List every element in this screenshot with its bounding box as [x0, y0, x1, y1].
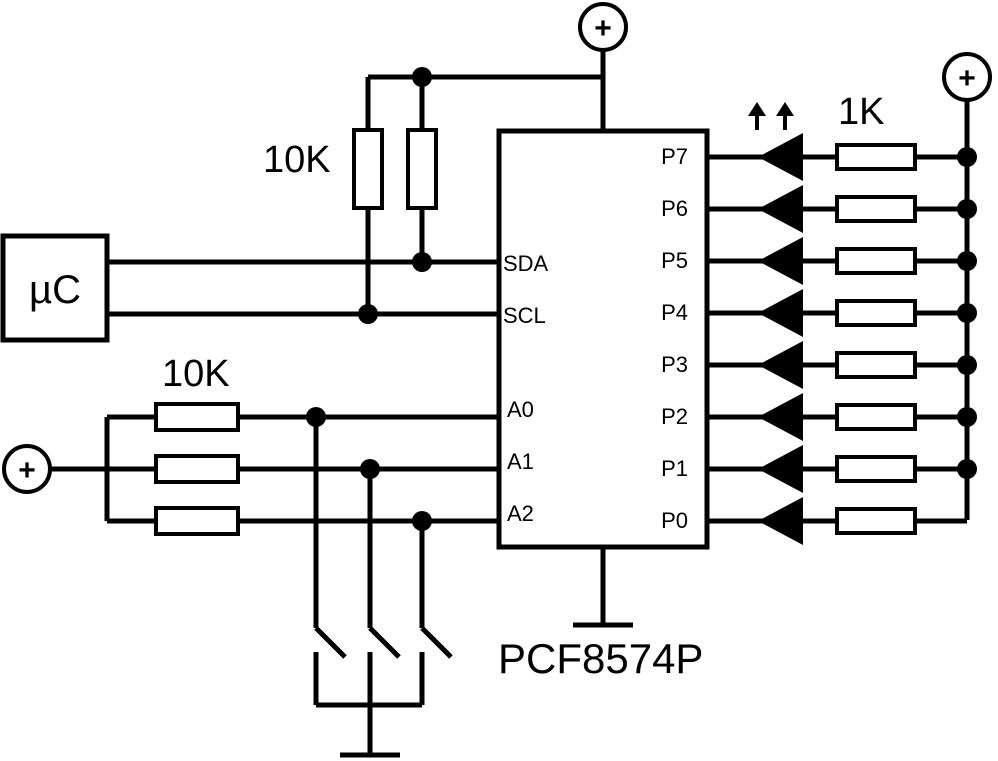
led-rows [707, 133, 977, 545]
junction-dot-rail-p2 [957, 407, 977, 427]
a0-switch[interactable] [314, 626, 347, 659]
led-resistor-p5 [835, 247, 917, 275]
supply-plus-label-top: + [594, 12, 612, 45]
address-selection: + 10K [2, 353, 499, 758]
a2-address-resistor [154, 506, 240, 536]
pullup-resistor-value-label: 10K [263, 139, 331, 181]
junction-dot-rail-p6 [957, 199, 977, 219]
pin-label-p2: P2 [661, 404, 688, 429]
led-arrow-right-head [776, 102, 794, 116]
led-resistor-p0 [835, 507, 917, 535]
led-resistor-p1 [835, 455, 917, 483]
pin-label-p0: P0 [661, 508, 688, 533]
led-diode-p0 [758, 497, 803, 545]
led-diode-p6 [758, 185, 803, 233]
microcontroller-box [0, 233, 110, 343]
junction-dot-rail-p1 [957, 459, 977, 479]
led-diode-p2 [758, 393, 803, 441]
led-arrow-left-head [748, 102, 766, 116]
microcontroller: µC [0, 233, 499, 343]
pin-label-p3: P3 [661, 352, 688, 377]
pin-label-p1: P1 [661, 456, 688, 481]
chip-body [496, 128, 710, 550]
led-resistor-value-label: 1K [838, 91, 884, 133]
a2-switch[interactable] [420, 626, 453, 659]
pin-label-p7: P7 [661, 144, 688, 169]
pin-label-a2: A2 [507, 501, 534, 526]
address-resistor-value-label: 10K [162, 353, 230, 395]
junction-dot-rail-p7 [957, 147, 977, 167]
junction-dot-scl [358, 304, 378, 324]
a1-address-resistor [154, 454, 240, 484]
pin-label-a1: A1 [507, 449, 534, 474]
led-diode-p5 [758, 237, 803, 285]
led-resistor-p6 [835, 195, 917, 223]
chip-name-label: PCF8574P [498, 635, 703, 682]
pin-label-p5: P5 [661, 248, 688, 273]
pcf8574-chip: SDA SCL A0 A1 A2 P7 P6 P5 P4 P3 P2 P1 P0… [496, 128, 710, 682]
pin-label-a0: A0 [507, 397, 534, 422]
scl-pullup-resistor [352, 128, 384, 210]
junction-dot-sda [412, 252, 432, 272]
junction-dot-rail-p3 [957, 355, 977, 375]
a1-switch[interactable] [368, 626, 401, 659]
pin-label-sda: SDA [503, 251, 549, 276]
pullup-resistors: 10K [263, 77, 438, 314]
led-diode-p4 [758, 289, 803, 337]
pin-label-p4: P4 [661, 300, 688, 325]
led-resistor-p3 [835, 351, 917, 379]
junction-dot-rail-p5 [957, 251, 977, 271]
supply-plus-label-right: + [958, 62, 976, 95]
a0-address-resistor [154, 402, 240, 432]
led-resistor-p2 [835, 403, 917, 431]
led-diode-p1 [758, 445, 803, 493]
led-resistor-p7 [835, 143, 917, 171]
top-supply-group: + [368, 2, 628, 131]
pin-label-scl: SCL [503, 303, 546, 328]
led-resistor-p4 [835, 299, 917, 327]
junction-dot-rail-p4 [957, 303, 977, 323]
microcontroller-label: µC [29, 268, 81, 312]
led-light-arrows-icon [748, 102, 794, 130]
sda-pullup-resistor [406, 128, 438, 210]
pin-label-p6: P6 [661, 196, 688, 221]
led-diode-p7 [758, 133, 803, 181]
right-supply-group: + 1K [748, 52, 992, 520]
led-diode-p3 [758, 341, 803, 389]
supply-plus-label-left: + [18, 454, 36, 487]
